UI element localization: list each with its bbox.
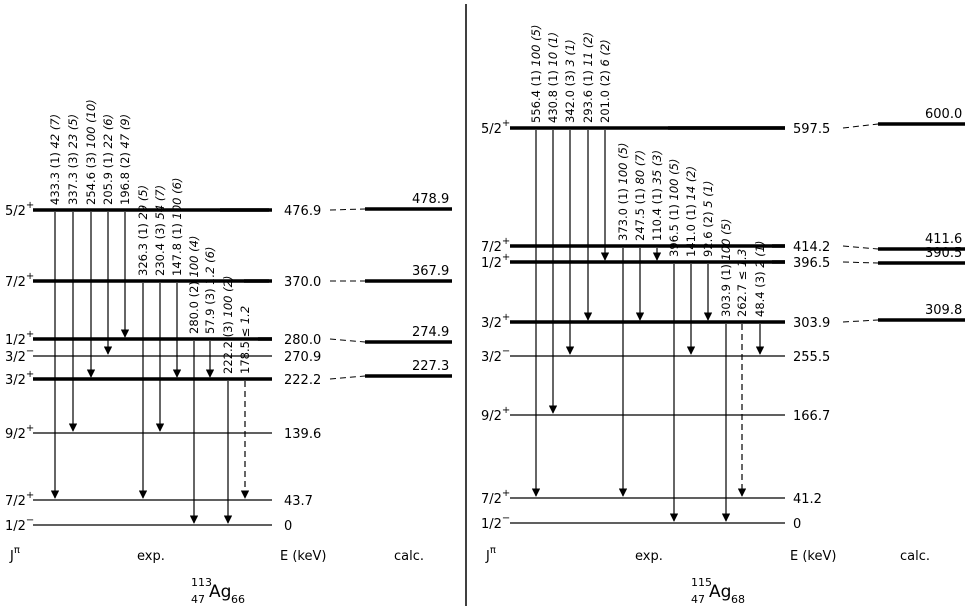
gamma-label: 303.9 (1) 100 (5): [719, 219, 733, 317]
level-spin-parity: 7/2+: [481, 488, 510, 507]
level-spin-parity: 5/2+: [5, 200, 34, 219]
gamma-label: 556.4 (1) 100 (5): [529, 25, 543, 123]
nucleus-symbol: Ag: [709, 582, 731, 602]
nucleus-atomic-number: 47: [191, 593, 205, 606]
level-spin-parity: 1/2−: [481, 513, 510, 532]
gamma-label: 57.9 (3) 1.2 (6): [203, 247, 217, 334]
gamma-label: 262.7 ≤ 1.3: [735, 249, 749, 317]
level-energy-label: 0: [284, 519, 292, 534]
level-spin-parity: 9/2+: [481, 405, 510, 424]
gamma-label: 254.6 (3) 100 (10): [84, 99, 98, 205]
level-correspondence-dash: [329, 375, 366, 380]
gamma-label: 48.4 (3) 2 (1): [753, 241, 767, 317]
exp-column-heading: exp.: [635, 549, 663, 564]
level-energy-label: 597.5: [793, 122, 830, 137]
level-spin-parity: 7/2+: [5, 490, 34, 509]
gamma-label: 196.8 (2) 47 (9): [118, 114, 132, 205]
gamma-label: 141.0 (1) 14 (2): [684, 166, 698, 257]
jpi-column-heading: Jπ: [485, 545, 496, 564]
level-spin-parity: 1/2−: [5, 515, 34, 534]
nucleus-atomic-number: 47: [691, 593, 705, 606]
level-spin-parity: 9/2+: [5, 423, 34, 442]
gamma-label: 147.8 (1) 100 (6): [170, 178, 184, 276]
calc-column-heading: calc.: [394, 549, 424, 564]
gamma-label: 178.5 ≤ 1.2: [238, 306, 252, 374]
level-energy-label: 370.0: [284, 275, 321, 290]
energy-column-heading: E (keV): [280, 549, 326, 564]
gamma-label: 342.0 (3) 3 (1): [563, 39, 577, 123]
level-energy-label: 222.2: [284, 373, 321, 388]
calc-level-energy: 390.5: [925, 246, 962, 261]
calc-level-energy: 367.9: [412, 264, 449, 279]
level-correspondence-dash: [842, 319, 879, 323]
gamma-label: 293.6 (1) 11 (2): [581, 32, 595, 123]
nucleus-neutron-number: 66: [231, 593, 245, 606]
gamma-label: 326.3 (1) 29 (5): [136, 185, 150, 276]
panel-ag115: 5/2+597.57/2+414.21/2+396.53/2+303.93/2−…: [481, 25, 965, 606]
level-energy-label: 166.7: [793, 409, 830, 424]
level-correspondence-dash: [329, 208, 366, 211]
level-correspondence-dash: [842, 245, 879, 250]
panel-ag113: 5/2+476.97/2+370.01/2+280.03/2−270.93/2+…: [5, 99, 452, 606]
level-spin-parity: 7/2+: [5, 271, 34, 290]
level-energy-label: 476.9: [284, 204, 321, 219]
gamma-label: 396.5 (1) 100 (5): [667, 159, 681, 257]
gamma-label: 433.3 (1) 42 (7): [48, 114, 62, 205]
level-spin-parity: 3/2+: [481, 312, 510, 331]
calc-column-heading: calc.: [900, 549, 930, 564]
gamma-label: 230.4 (3) 54 (7): [153, 185, 167, 276]
level-energy-label: 255.5: [793, 350, 830, 365]
calc-level-energy: 600.0: [925, 107, 962, 122]
level-spin-parity: 3/2+: [5, 369, 34, 388]
gamma-label: 247.5 (1) 80 (7): [633, 150, 647, 241]
level-spin-parity: 3/2−: [5, 346, 34, 365]
nucleus-symbol: Ag: [209, 582, 231, 602]
level-correspondence-dash: [842, 123, 879, 129]
energy-column-heading: E (keV): [790, 549, 836, 564]
gamma-label: 280.0 (2) 100 (4): [187, 236, 201, 334]
level-correspondence-dash: [842, 261, 879, 264]
level-energy-label: 41.2: [793, 492, 822, 507]
level-energy-label: 303.9: [793, 316, 830, 331]
level-energy-label: 414.2: [793, 240, 830, 255]
level-energy-label: 139.6: [284, 427, 321, 442]
nucleus-mass-number: 113: [191, 576, 212, 589]
gamma-label: 110.4 (1) 35 (3): [650, 150, 664, 241]
exp-column-heading: exp.: [137, 549, 165, 564]
gamma-label: 205.9 (1) 22 (6): [101, 114, 115, 205]
calc-level-energy: 411.6: [925, 232, 962, 247]
level-energy-label: 396.5: [793, 256, 830, 271]
level-spin-parity: 5/2+: [481, 118, 510, 137]
calc-level-energy: 274.9: [412, 325, 449, 340]
level-energy-label: 280.0: [284, 333, 321, 348]
gamma-label: 373.0 (1) 100 (5): [616, 143, 630, 241]
gamma-label: 92.6 (2) 5 (1): [701, 181, 715, 257]
nucleus-neutron-number: 68: [731, 593, 745, 606]
jpi-column-heading: Jπ: [9, 545, 20, 564]
gamma-label: 430.8 (1) 10 (1): [546, 32, 560, 123]
calc-level-energy: 227.3: [412, 359, 449, 374]
level-energy-label: 270.9: [284, 350, 321, 365]
gamma-label: 337.3 (3) 23 (5): [66, 114, 80, 205]
calc-level-energy: 478.9: [412, 192, 449, 207]
level-energy-label: 0: [793, 517, 801, 532]
level-correspondence-dash: [329, 338, 366, 343]
level-spin-parity: 3/2−: [481, 346, 510, 365]
gamma-label: 222.2 (3) 100 (2): [221, 276, 235, 374]
nucleus-mass-number: 115: [691, 576, 712, 589]
level-energy-label: 43.7: [284, 494, 313, 509]
calc-level-energy: 309.8: [925, 303, 962, 318]
gamma-label: 201.0 (2) 6 (2): [598, 39, 612, 123]
